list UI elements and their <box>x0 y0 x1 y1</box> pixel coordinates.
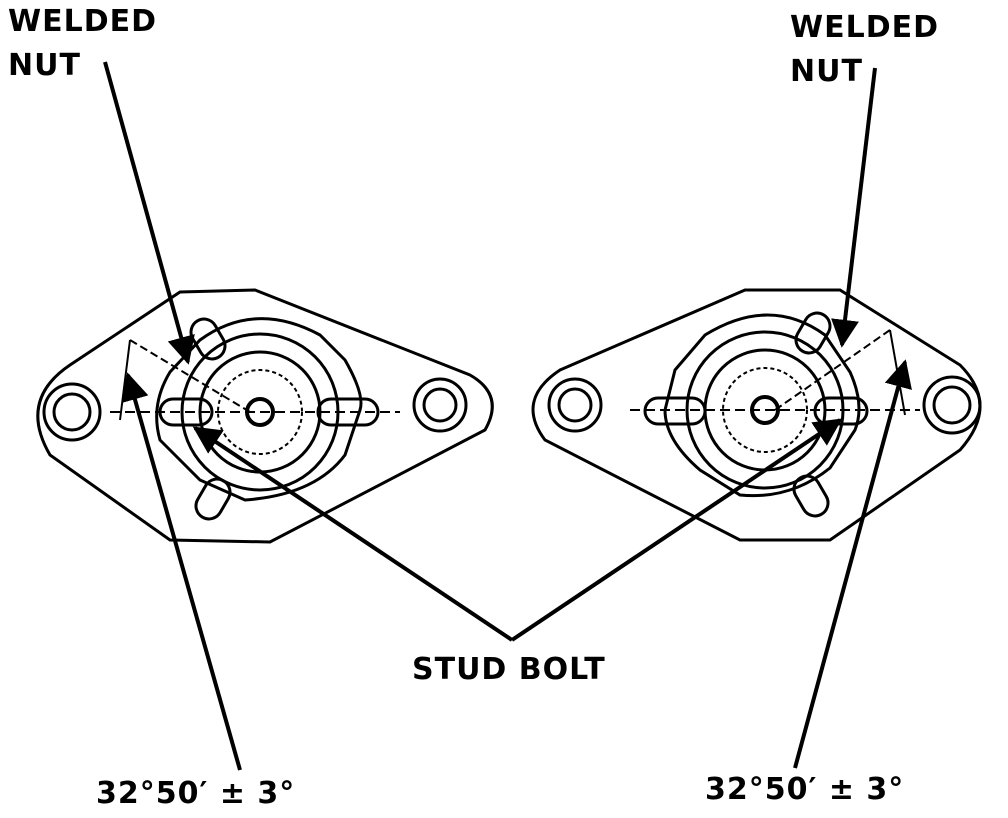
left-outer-bolt-hole-inner <box>52 392 92 432</box>
leader-stud-bolt-right <box>510 418 843 642</box>
right-boss-outline <box>663 313 861 498</box>
right-mount-assembly <box>531 288 982 542</box>
welded-nut-right-line2: NUT <box>790 54 863 89</box>
right-outer-bolt-hole <box>922 375 982 435</box>
leader-angle-left <box>121 372 242 771</box>
stud-bolt-label: STUD BOLT <box>412 652 606 687</box>
left-mount-plate <box>36 288 494 544</box>
leader-angle-right <box>793 359 912 769</box>
right-stud-slot-top <box>794 311 832 355</box>
leader-stud-bolt-left <box>192 426 514 642</box>
left-inner-bolt-hole <box>412 377 468 433</box>
right-outer-bolt-hole-inner <box>932 385 972 425</box>
left-mount-assembly <box>36 288 494 544</box>
left-inner-bolt-hole-inner <box>422 387 458 423</box>
leader-welded-nut-right <box>831 67 877 348</box>
right-inner-bolt-hole-inner <box>557 387 593 423</box>
leader-welded-nut-left <box>103 61 195 365</box>
left-boss-outline <box>155 317 363 502</box>
right-inner-bolt-hole <box>547 377 603 433</box>
welded-nut-right-line1: WELDED <box>790 10 939 45</box>
right-stud-slot-bottom <box>792 474 830 518</box>
welded-nut-left-line1: WELDED <box>8 4 157 39</box>
welded-nut-left-line2: NUT <box>8 48 81 83</box>
left-outer-bolt-hole <box>42 382 102 442</box>
left-stud-slot-top <box>189 317 227 361</box>
right-mount-plate <box>531 288 982 542</box>
left-stud-slot-bottom <box>194 477 232 521</box>
left-boss-ring-core <box>217 369 303 455</box>
angle-label-right: 32°50′ ± 3° <box>705 772 905 807</box>
right-boss-ring-core <box>722 367 808 453</box>
welded-nut-label-right: WELDED NUT <box>790 6 939 94</box>
angle-label-left: 32°50′ ± 3° <box>96 776 296 811</box>
leader-lines <box>103 61 912 771</box>
left-stud-slot-h <box>316 397 380 427</box>
welded-nut-label-left: WELDED NUT <box>8 0 157 88</box>
